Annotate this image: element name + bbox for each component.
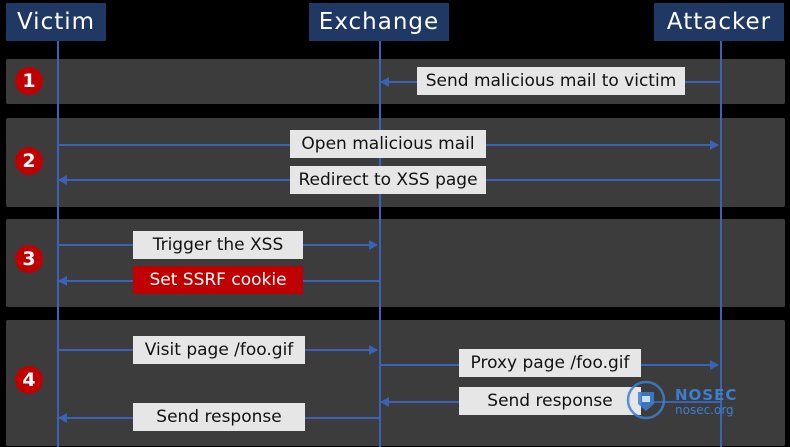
msg-set-ssrf-cookie: Set SSRF cookie [133, 266, 303, 294]
step-badge-3: 3 [15, 245, 43, 273]
msg-send-response-victim: Send response [133, 403, 305, 431]
lifeline-attacker [720, 41, 722, 447]
nosec-shield-icon [626, 380, 666, 420]
band-step-3 [6, 219, 785, 307]
msg-send-response-attacker: Send response [459, 387, 641, 415]
logo-url: nosec.org [675, 403, 734, 417]
actor-attacker: Attacker [654, 3, 784, 41]
step-badge-4: 4 [15, 366, 43, 394]
msg-send-malicious-mail: Send malicious mail to victim [417, 67, 685, 95]
step-badge-1: 1 [15, 67, 43, 95]
msg-visit-page: Visit page /foo.gif [133, 336, 305, 364]
msg-proxy-page: Proxy page /foo.gif [459, 349, 641, 377]
step-badge-2: 2 [15, 147, 43, 175]
logo-name: NOSEC [675, 386, 738, 404]
lifeline-exchange [379, 41, 381, 447]
nosec-logo: NOSEC nosec.org [625, 380, 785, 420]
msg-redirect-xss: Redirect to XSS page [290, 166, 486, 194]
actor-exchange: Exchange [309, 3, 449, 41]
msg-open-malicious-mail: Open malicious mail [290, 130, 486, 158]
actor-victim: Victim [6, 3, 106, 41]
lifeline-victim [57, 41, 59, 447]
msg-trigger-xss: Trigger the XSS [133, 231, 303, 259]
